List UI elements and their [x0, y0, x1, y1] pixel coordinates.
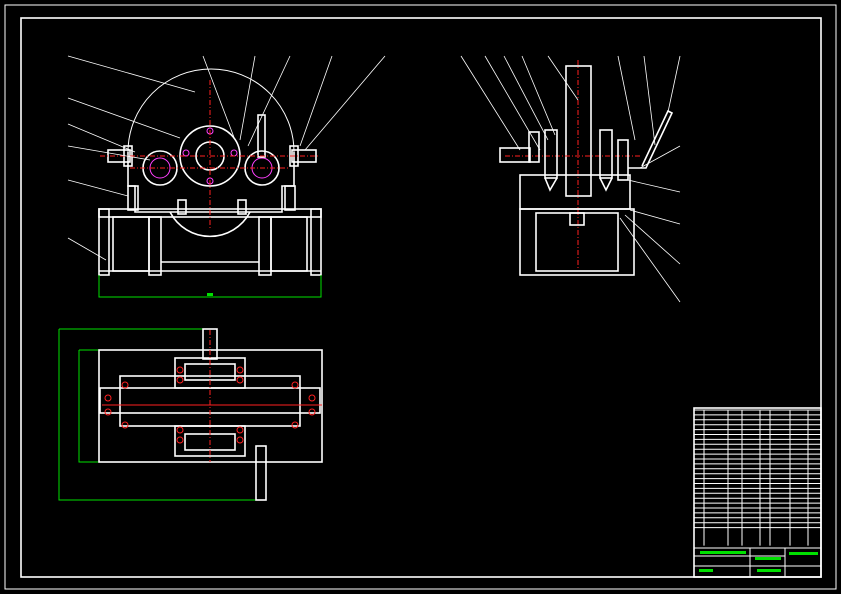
- side-view: [460, 55, 681, 303]
- plan-view: [58, 328, 323, 501]
- title-block: [693, 407, 822, 578]
- parts-list-table: [694, 409, 821, 546]
- inner-frame: [20, 17, 822, 578]
- outer-frame: [4, 4, 837, 590]
- drum-arc: [127, 68, 295, 153]
- front-view: [67, 55, 386, 298]
